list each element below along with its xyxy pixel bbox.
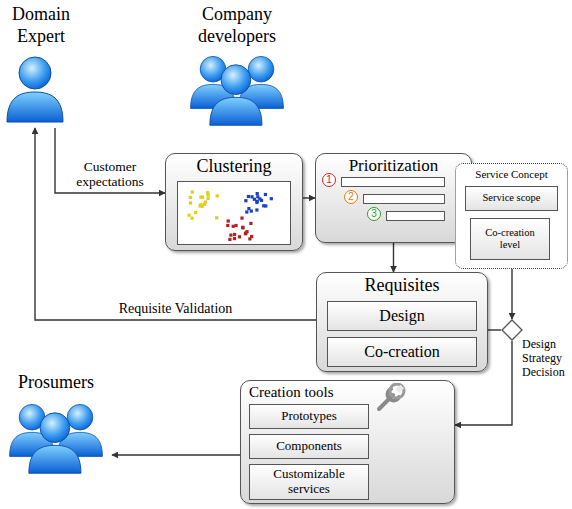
process-box: Prioritization [315, 153, 472, 243]
flow-arrow [35, 128, 316, 320]
box-label: Service Concept [456, 164, 567, 181]
person-icon [5, 54, 65, 124]
people-icon [6, 402, 106, 474]
people-icon [187, 54, 287, 126]
process-box: Clustering [165, 153, 303, 251]
box-label: Clustering [166, 154, 302, 177]
tools-box: Creation toolsPrototypesComponentsCustom… [240, 380, 455, 504]
item-box: Service scope [465, 186, 558, 211]
box-label: Prototypes [278, 409, 340, 424]
box-label: Service scope [479, 192, 543, 204]
callout-number: 1 [322, 173, 336, 187]
actor-group: Company developers [168, 4, 306, 120]
item-box: Design [327, 301, 477, 331]
item-box: Co-creation [327, 337, 477, 367]
box-label: Components [273, 439, 345, 454]
actor-name: Domain Expert [0, 4, 82, 47]
edge-label: Requisite Validation [86, 301, 266, 317]
flow-arrow [303, 197, 315, 198]
concept-box: Service ConceptService scopeCo-creation … [455, 163, 568, 269]
callout-number: 2 [344, 190, 358, 204]
box-label: Requisites [317, 273, 487, 296]
wrench-icon [373, 383, 407, 413]
flow-arrow [55, 128, 165, 193]
item-box: Components [249, 434, 369, 459]
scatter-plot [177, 181, 291, 245]
flow-arrow [511, 269, 512, 319]
process-box: RequisitesDesignCo-creation [316, 272, 488, 372]
box-label: Co-creation level [471, 227, 549, 251]
actor-figure: Domain Expert [0, 4, 82, 128]
box-label: Customizable services [250, 467, 368, 497]
edge-label: Customer expectations [60, 159, 160, 190]
diamond-shape [501, 319, 523, 341]
box-label: Prioritization [316, 154, 471, 176]
flow-arrow [393, 243, 394, 272]
box-label: Co-creation [361, 343, 443, 361]
actor-name: Company developers [168, 4, 306, 47]
box-label: Creation tools [241, 381, 454, 401]
box-label: Design [376, 307, 427, 325]
flow-arrow [488, 329, 501, 330]
flow-arrow [112, 454, 240, 455]
decision-label: Design Strategy Decision [522, 338, 572, 379]
actor-name: Prosumers [0, 372, 112, 394]
callout-number: 3 [367, 207, 381, 221]
actor-group: Prosumers [0, 372, 112, 484]
item-box: Customizable services [249, 464, 369, 500]
decision-diamond: Design Strategy Decision [501, 319, 523, 341]
item-box: Prototypes [249, 404, 369, 429]
item-box: Co-creation level [470, 218, 550, 260]
